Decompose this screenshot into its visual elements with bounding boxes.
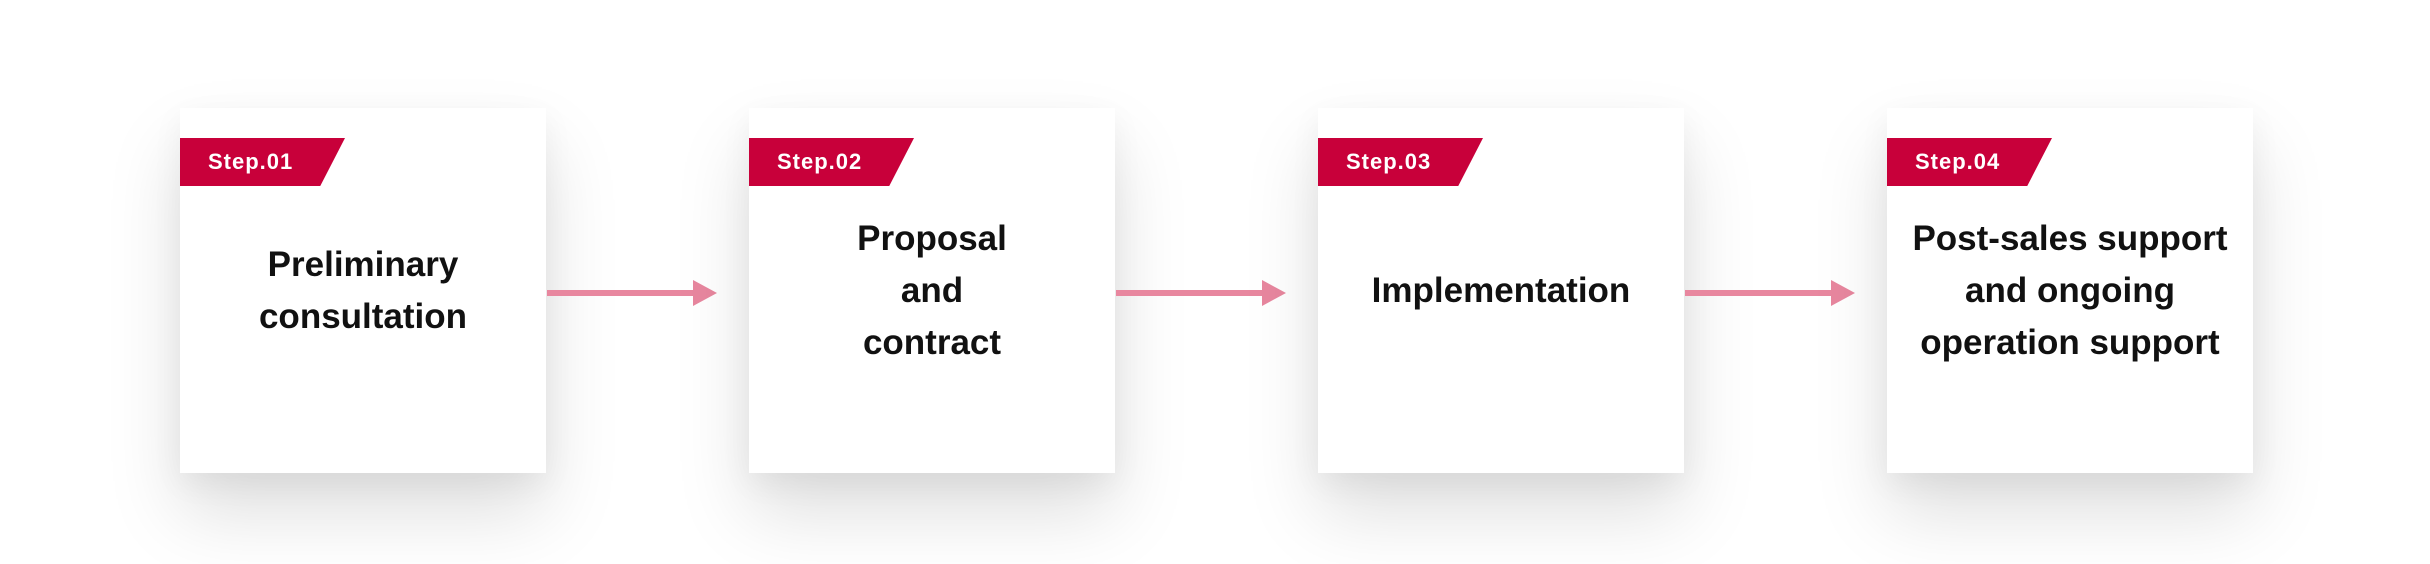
step-label: Step.01 <box>208 149 294 174</box>
step-label: Step.03 <box>1346 149 1432 174</box>
arrow-head <box>1831 280 1855 306</box>
arrow-shaft <box>1116 290 1262 296</box>
arrow-right-icon <box>547 280 717 306</box>
arrow-right-icon <box>1685 280 1855 306</box>
step-card-4: Step.04 Post-sales support and ongoing o… <box>1887 108 2253 473</box>
step-badge: Step.01 <box>180 138 345 186</box>
step-label: Step.04 <box>1915 149 2001 174</box>
arrow-head <box>693 280 717 306</box>
step-card-2: Step.02 Proposal and contract <box>749 108 1115 473</box>
step-card-1: Step.01 Preliminary consultation <box>180 108 546 473</box>
arrow-shaft <box>547 290 693 296</box>
step-card-3: Step.03 Implementation <box>1318 108 1684 473</box>
arrow-right-icon <box>1116 280 1286 306</box>
step-title: Post-sales support and ongoing operation… <box>1912 219 2228 362</box>
step-title: Preliminary consultation <box>258 245 468 336</box>
arrow-head <box>1262 280 1286 306</box>
step-title: Implementation <box>1371 271 1631 310</box>
step-badge: Step.02 <box>749 138 914 186</box>
step-badge: Step.04 <box>1887 138 2052 186</box>
arrow-shaft <box>1685 290 1831 296</box>
step-label: Step.02 <box>777 149 863 174</box>
step-badge: Step.03 <box>1318 138 1483 186</box>
step-title: Proposal and contract <box>857 219 1007 362</box>
